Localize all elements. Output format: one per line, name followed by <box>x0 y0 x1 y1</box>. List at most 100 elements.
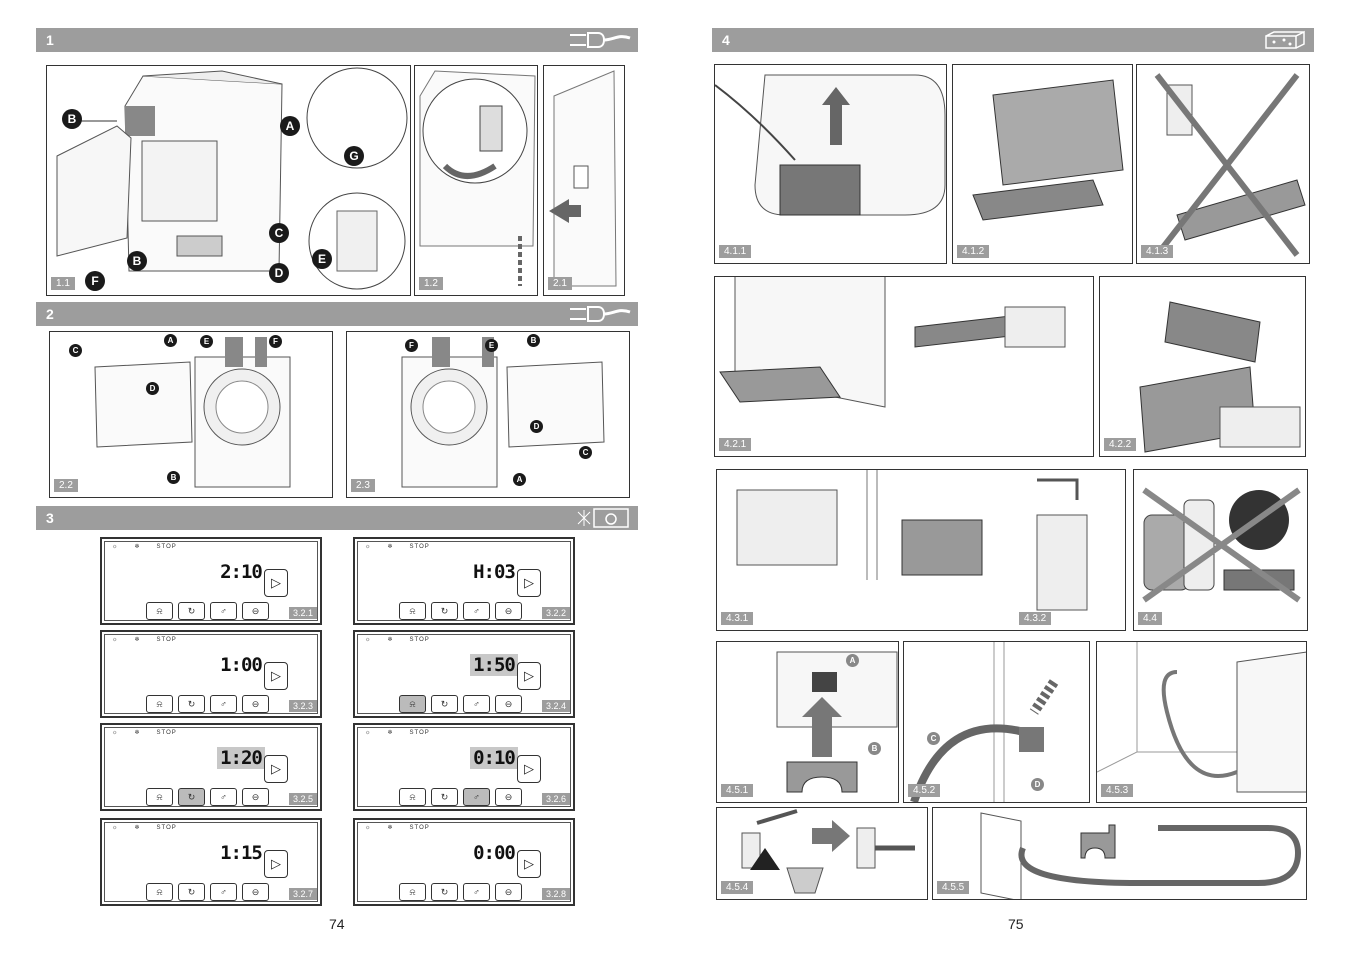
stop-label: STOP <box>156 730 177 736</box>
callout-a: A <box>846 654 859 667</box>
drain-connector-illustration <box>776 651 898 793</box>
option-buttons: ⍾ ↻ ♂ ⊖ <box>146 601 274 620</box>
indicator-row: ☼ ❄ STOP <box>365 825 430 831</box>
figure-tag: 4.1.2 <box>957 245 990 258</box>
bell-icon[interactable]: ⍾ <box>399 602 426 620</box>
figure-tag: 4.5.5 <box>937 881 970 894</box>
figure-4-1-1-remove-filter: 4.1.1 <box>714 64 947 264</box>
bell-icon[interactable]: ⍾ <box>399 788 426 806</box>
rotate-icon[interactable]: ↻ <box>178 788 205 806</box>
bell-icon[interactable]: ⍾ <box>399 883 426 901</box>
plug-icon <box>570 306 631 322</box>
control-frame <box>357 541 571 621</box>
dryer-program-icon <box>577 508 629 528</box>
empty-tank-illustration <box>1139 301 1301 453</box>
figure-4-5-5-kit-contents: 4.5.5 <box>932 807 1307 900</box>
timer-icon[interactable]: ⊖ <box>495 883 522 901</box>
figure-4-4-do-not-use: 4.4 <box>1133 469 1308 631</box>
control-frame <box>104 822 318 902</box>
callout-a: A <box>280 116 300 136</box>
timer-icon[interactable]: ⊖ <box>495 695 522 713</box>
spin-icon[interactable]: ♂ <box>463 602 490 620</box>
figure-tag: 4.5.4 <box>721 881 754 894</box>
rotate-icon[interactable]: ↻ <box>431 883 458 901</box>
plug-icon <box>570 32 631 48</box>
figure-tag: 4.1.3 <box>1141 245 1174 258</box>
rotate-icon[interactable]: ↻ <box>431 788 458 806</box>
prohibited-items-illustration <box>1142 487 1301 603</box>
callout-a: A <box>513 473 526 486</box>
start-pause-button[interactable]: ▷ <box>517 569 541 597</box>
option-buttons: ⍾ ↻ ♂ ⊖ <box>399 882 527 901</box>
indicator-row: ☼ ❄ STOP <box>112 544 177 550</box>
figure-4-1-3-do-not-rinse: 4.1.3 <box>1136 64 1310 264</box>
rotate-icon[interactable]: ↻ <box>178 883 205 901</box>
start-pause-button[interactable]: ▷ <box>264 850 288 878</box>
start-pause-button[interactable]: ▷ <box>264 662 288 690</box>
figure-2-1-side-insertion: 2.1 <box>543 65 625 296</box>
figure-4-3-cleaning-condenser: 4.3.1 4.3.2 <box>716 469 1126 631</box>
figure-tag: 4.4 <box>1138 612 1162 625</box>
indicator-row: ☼ ❄ STOP <box>112 825 177 831</box>
indicator-row: ☼ ❄ STOP <box>112 730 177 736</box>
rotate-icon[interactable]: ↻ <box>178 602 205 620</box>
bell-icon[interactable]: ⍾ <box>146 695 173 713</box>
callout-d: D <box>146 382 159 395</box>
figure-4-5-1-drain-connector: A B 4.5.1 <box>716 641 899 803</box>
stop-label: STOP <box>156 544 177 550</box>
figure-tag: 2.3 <box>351 479 375 492</box>
timer-icon[interactable]: ⊖ <box>242 788 269 806</box>
figure-4-5-3-hose-routing: 4.5.3 <box>1096 641 1307 803</box>
figure-tag: 4.5.1 <box>721 784 754 797</box>
rotate-icon[interactable]: ↻ <box>431 602 458 620</box>
time-display: 1:00 <box>220 654 263 676</box>
figure-tag: 4.3.1 <box>721 612 754 625</box>
kit-contents-illustration <box>980 812 1302 899</box>
timer-icon[interactable]: ⊖ <box>242 883 269 901</box>
spin-icon[interactable]: ♂ <box>210 883 237 901</box>
spin-icon[interactable]: ♂ <box>463 695 490 713</box>
bell-icon[interactable]: ⍾ <box>146 883 173 901</box>
spin-icon[interactable]: ♂ <box>210 788 237 806</box>
spin-icon[interactable]: ♂ <box>210 602 237 620</box>
callout-c: C <box>269 223 289 243</box>
sink-drain-illustration <box>741 809 915 894</box>
timer-icon[interactable]: ⊖ <box>495 788 522 806</box>
start-pause-button[interactable]: ▷ <box>517 662 541 690</box>
indicator-row: ☼ ❄ STOP <box>365 637 430 643</box>
section-4-number: 4 <box>722 32 730 48</box>
rotate-icon[interactable]: ↻ <box>178 695 205 713</box>
callout-f: F <box>85 271 105 291</box>
callout-b: B <box>62 109 82 129</box>
timer-icon[interactable]: ⊖ <box>242 695 269 713</box>
door-right-illustration <box>401 337 605 488</box>
spin-icon[interactable]: ♂ <box>463 788 490 806</box>
start-pause-button[interactable]: ▷ <box>264 755 288 783</box>
start-pause-button[interactable]: ▷ <box>517 755 541 783</box>
filter-open-illustration <box>972 79 1124 221</box>
spin-icon[interactable]: ♂ <box>463 883 490 901</box>
section-3-number: 3 <box>46 510 54 526</box>
callout-d: D <box>269 263 289 283</box>
bell-icon[interactable]: ⍾ <box>146 788 173 806</box>
figure-tag: 4.5.2 <box>908 784 941 797</box>
bell-icon[interactable]: ⍾ <box>399 695 426 713</box>
timer-icon[interactable]: ⊖ <box>495 602 522 620</box>
sponge-icon <box>1265 30 1305 49</box>
section-2-header: 2 <box>36 302 638 326</box>
stop-label: STOP <box>409 825 430 831</box>
spin-icon[interactable]: ♂ <box>210 695 237 713</box>
timer-icon[interactable]: ⊖ <box>242 602 269 620</box>
start-pause-button[interactable]: ▷ <box>264 569 288 597</box>
start-pause-button[interactable]: ▷ <box>517 850 541 878</box>
rotate-icon[interactable]: ↻ <box>431 695 458 713</box>
callout-f: F <box>269 335 282 348</box>
indicator-row: ☼ ❄ STOP <box>365 544 430 550</box>
figure-4-1-2-open-filter: 4.1.2 <box>952 64 1133 264</box>
bell-icon[interactable]: ⍾ <box>146 602 173 620</box>
figure-tag: 3.2.1 <box>288 607 317 619</box>
